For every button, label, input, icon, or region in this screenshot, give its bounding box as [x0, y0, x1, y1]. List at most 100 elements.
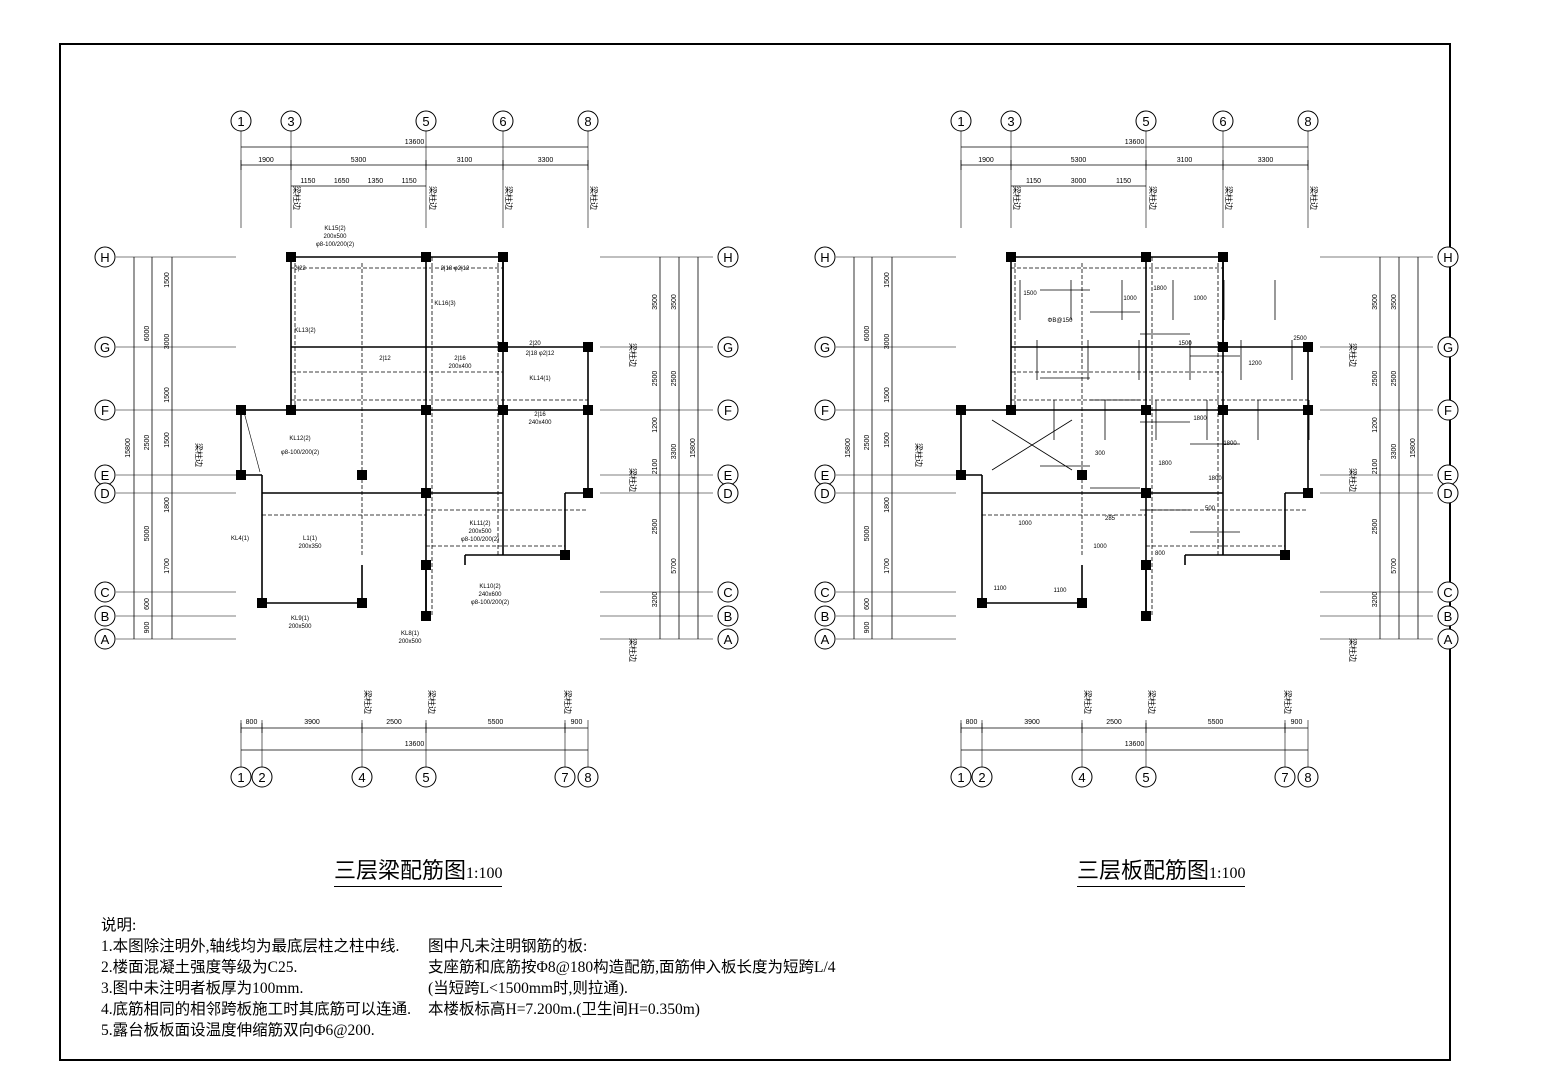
dimension-value: 900 [864, 622, 871, 634]
dimension-value: 5300 [1071, 157, 1087, 164]
beam-note: 梁柱边 [1012, 186, 1022, 210]
column-block [583, 405, 593, 415]
dimension-value: 1800 [884, 497, 891, 513]
axis-bubble-8 [577, 766, 599, 788]
beam-note: 梁柱边 [1348, 638, 1358, 662]
dimension-value: 600 [864, 598, 871, 610]
dimension-value: 1700 [884, 558, 891, 574]
slab-tag: 1800 [1208, 476, 1222, 482]
column-block [421, 405, 431, 415]
dimension-value: 3500 [671, 294, 678, 310]
axis-bubble-5-label: 5 [422, 770, 429, 785]
note-line: 4.底筋相同的相邻跨板施工时其底筋可以连通. [101, 1001, 412, 1018]
axis-bubble-C-label: C [820, 585, 829, 600]
slab-title-text: 三层板配筋图 [1077, 858, 1210, 883]
axis-bubble-8-label: 8 [584, 114, 591, 129]
slab-tag: 1000 [1123, 296, 1137, 302]
dimension-value: 2500 [652, 371, 659, 387]
beam-tag: φ8-100/200(2) [281, 450, 319, 456]
beam-tag: KL11(2) [470, 521, 491, 527]
dimension-value: 1350 [368, 178, 384, 185]
column-block [560, 550, 570, 560]
axis-bubble-B [94, 605, 116, 627]
dimension-value: 2500 [144, 435, 151, 451]
dimension-value: 2500 [652, 519, 659, 535]
beam-tag: KL9(1) [291, 616, 309, 622]
axis-bubble-4-label: 4 [1078, 770, 1085, 785]
axis-bubble-G [717, 336, 739, 358]
general-notes: 说明: 1.本图除注明外,轴线均为最底层柱之柱中线. 2.楼面混凝土强度等级为C… [101, 915, 411, 1041]
dimension-value: 5700 [671, 558, 678, 574]
slab-title-scale: 1:100 [1209, 865, 1246, 882]
column-block [286, 405, 296, 415]
axis-bubble-1 [950, 766, 972, 788]
axis-bubble-G-label: G [723, 340, 733, 355]
slab-tag: 1000 [1018, 521, 1032, 527]
slab-drawing-title: 三层板配筋图1:100 [1077, 853, 1246, 887]
axis-bubble-H [94, 246, 116, 268]
dimension-value: 3300 [538, 157, 554, 164]
axis-bubble-F [1437, 399, 1459, 421]
column-block [1141, 405, 1151, 415]
axis-bubble-D-label: D [1443, 486, 1452, 501]
notes-heading: 说明: [101, 917, 137, 934]
slab-tag: 800 [1155, 551, 1166, 557]
axis-bubble-A-label: A [724, 632, 733, 647]
axis-bubble-1-label: 1 [237, 114, 244, 129]
beam-tag: 240x400 [528, 420, 552, 426]
column-block [1006, 405, 1016, 415]
axis-bubble-G [814, 336, 836, 358]
axis-bubble-6-label: 6 [1219, 114, 1226, 129]
dimension-value: 1150 [1026, 178, 1041, 185]
beam-tag: 200x400 [448, 364, 472, 370]
beam-note: 梁柱边 [1283, 690, 1293, 714]
axis-bubble-E-label: E [724, 468, 733, 483]
dimension-value: 1500 [884, 432, 891, 448]
dimension-value: 1500 [164, 432, 171, 448]
dimension-value: 1500 [884, 272, 891, 288]
column-block [1006, 252, 1016, 262]
dimension-value: 800 [246, 719, 258, 726]
axis-bubble-5-label: 5 [1142, 770, 1149, 785]
axis-bubble-H-label: H [820, 250, 829, 265]
axis-bubble-A [94, 628, 116, 650]
axis-bubble-A-label: A [1444, 632, 1453, 647]
slab-tag: 1500 [1023, 291, 1037, 297]
axis-bubble-G-label: G [100, 340, 110, 355]
axis-bubble-D [1437, 482, 1459, 504]
column-block [1218, 405, 1228, 415]
dimension-value: 3900 [304, 719, 320, 726]
axis-bubble-F-label: F [821, 403, 829, 418]
dimension-value: 3300 [1391, 444, 1398, 460]
dimension-value: 1200 [652, 417, 659, 433]
dimension-value: 2100 [1372, 459, 1379, 475]
beam-note: 梁柱边 [1348, 468, 1358, 492]
column-block [421, 252, 431, 262]
beam-note: 梁柱边 [1309, 186, 1319, 210]
axis-bubble-5-label: 5 [1142, 114, 1149, 129]
stair-line [243, 411, 261, 473]
axis-bubble-F [717, 399, 739, 421]
dimension-value: 1900 [978, 157, 994, 164]
axis-bubble-3 [280, 110, 302, 132]
axis-bubble-A [1437, 628, 1459, 650]
beam-note: 梁柱边 [504, 186, 514, 210]
axis-bubble-3-label: 3 [1007, 114, 1014, 129]
dimension-value: 1200 [1372, 417, 1379, 433]
beam-tag: KL14(1) [529, 376, 550, 382]
axis-bubble-2-label: 2 [978, 770, 985, 785]
dimension-value: 2500 [1372, 371, 1379, 387]
axis-bubble-B [717, 605, 739, 627]
axis-bubble-A [814, 628, 836, 650]
beam-note: 梁柱边 [628, 468, 638, 492]
beam-note: 梁柱边 [1083, 690, 1093, 714]
axis-bubble-F-label: F [1444, 403, 1452, 418]
axis-bubble-4-label: 4 [358, 770, 365, 785]
slab-tag: 285 [1105, 516, 1116, 522]
axis-bubble-5 [415, 110, 437, 132]
column-block [583, 488, 593, 498]
note-line: 支座筋和底筋按Φ8@180构造配筋,面筋伸入板长度为短跨L/4 [428, 959, 836, 976]
dimension-value: 3000 [1071, 178, 1087, 185]
axis-bubble-8 [577, 110, 599, 132]
